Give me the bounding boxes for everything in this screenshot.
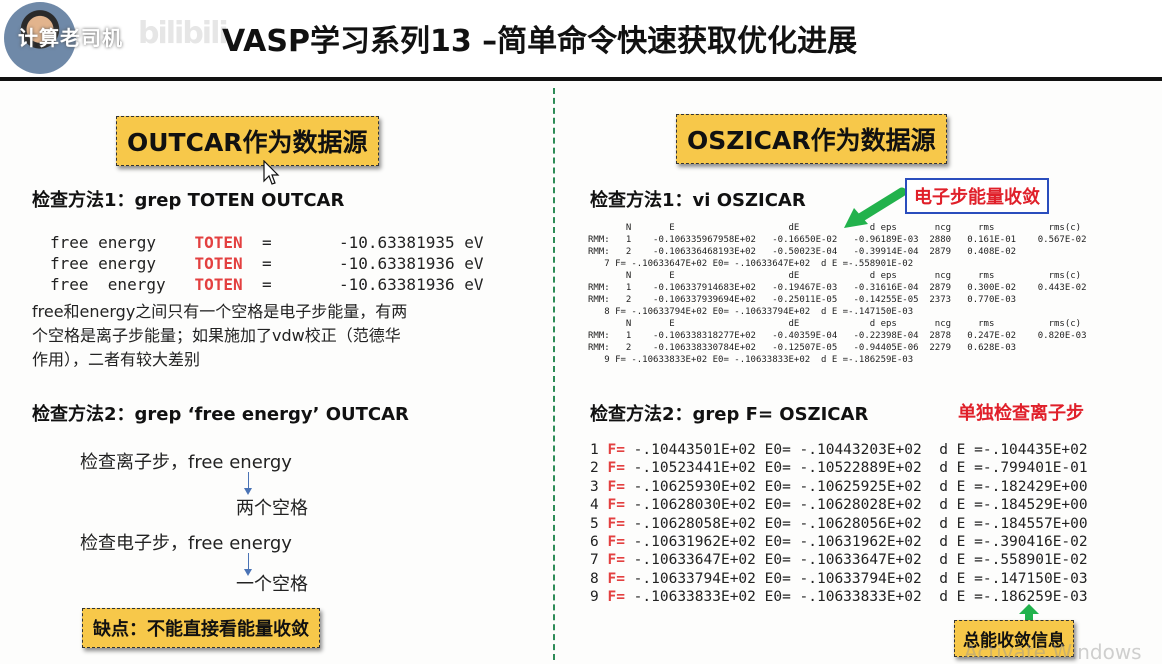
oszicar-method1-heading: 检查方法1：vi OSZICAR — [590, 190, 806, 211]
grep-values: -.10443501E+02 E0= -.10443203E+02 d E =-… — [624, 442, 1088, 458]
grep-values: -.10625930E+02 E0= -.10625925E+02 d E =-… — [624, 478, 1088, 495]
grep-line: 9 F= -.10633833E+02 E0= -.10633833E+02 d… — [590, 588, 1088, 606]
oszicar-content: N E dE d eps ncg rms rms(c) RMM: 1 -0.106… — [588, 222, 1087, 366]
grep-line: 4 F= -.10628030E+02 E0= -.10628028E+02 d… — [590, 496, 1088, 514]
oszicar-line: 9 F= -.10633833E+02 E0= -.10633833E+02 d… — [588, 355, 914, 365]
line-number: 6 — [590, 534, 599, 551]
outcar-source-box: OUTCAR作为数据源 — [116, 116, 379, 166]
oszicar-line: N E dE d eps ncg rms rms(c) — [588, 319, 1082, 329]
line-prefix: free energy — [50, 275, 195, 294]
ion-step-label: 检查离子步，free energy — [80, 452, 292, 473]
header-bar — [0, 0, 1162, 78]
grep-values: -.10633794E+02 E0= -.10633794E+02 d E =-… — [624, 570, 1088, 587]
oszicar-line: 8 F= -.10633794E+02 E0= -.10633794E+02 d… — [588, 307, 914, 317]
oszicar-line: RMM: 1 -0.106337914683E+02 -0.19467E-03 … — [588, 283, 1087, 293]
oszicar-line: RMM: 2 -0.106337939694E+02 -0.25011E-05 … — [588, 295, 1017, 305]
down-arrow-icon — [244, 553, 252, 576]
grep-line: 8 F= -.10633794E+02 E0= -.10633794E+02 d… — [590, 570, 1088, 588]
grep-values: -.10631962E+02 E0= -.10631962E+02 d E =-… — [624, 534, 1088, 551]
line-number: 3 — [590, 478, 599, 495]
grep-line: 3 F= -.10625930E+02 E0= -.10625925E+02 d… — [590, 478, 1088, 496]
grep-f-output: 1 F= -.10443501E+02 E0= -.10443203E+02 d… — [590, 441, 1088, 607]
note-line: 个空格是离子步能量；如果施加了vdw校正（范德华 — [32, 326, 401, 345]
activate-windows-watermark: Activate Windows — [964, 640, 1142, 664]
oszicar-line: RMM: 2 -0.106336468193E+02 -0.50023E-04 … — [588, 247, 1017, 257]
mouse-cursor-icon — [263, 160, 280, 185]
oszicar-line: RMM: 1 -0.106335967958E+02 -0.16650E-02 … — [588, 235, 1087, 245]
slide-title: VASP学习系列13 –简单命令快速获取优化进展 — [222, 24, 858, 59]
free-energy-line: free energy TOTEN = -10.63381936 eV — [50, 274, 484, 295]
f-keyword: F= — [607, 534, 625, 551]
line-number: 7 — [590, 552, 599, 569]
channel-name: 计算老司机 — [18, 26, 123, 50]
grep-line: 6 F= -.10631962E+02 E0= -.10631962E+02 d… — [590, 533, 1088, 551]
oszicar-line: 7 F= -.10633647E+02 E0= -.10633647E+02 d… — [588, 259, 914, 269]
grep-line: 2 F= -.10523441E+02 E0= -.10522889E+02 d… — [590, 459, 1088, 477]
toten-keyword: TOTEN — [194, 233, 243, 252]
ion-step-only-label: 单独检查离子步 — [958, 403, 1084, 424]
f-keyword: F= — [607, 589, 625, 606]
oszicar-line: RMM: 2 -0.106338330784E+02 -0.12507E-05 … — [588, 343, 1017, 353]
f-keyword: F= — [607, 478, 625, 495]
total-energy-converge-box: 总能收敛信息 — [954, 620, 1074, 657]
green-arrow-icon — [844, 187, 907, 228]
toten-keyword: TOTEN — [194, 254, 243, 273]
f-keyword: F= — [607, 460, 625, 477]
energy-value: = -10.63381935 eV — [242, 233, 484, 252]
oszicar-method2-heading: 检查方法2：grep F= OSZICAR — [590, 404, 869, 425]
f-keyword: F= — [607, 497, 625, 514]
line-prefix: free energy — [50, 233, 195, 252]
one-space-label: 一个空格 — [236, 574, 308, 595]
toten-keyword: TOTEN — [194, 275, 243, 294]
green-up-arrow-icon — [1019, 604, 1039, 622]
grep-values: -.10628058E+02 E0= -.10628056E+02 d E =-… — [624, 515, 1088, 532]
f-keyword: F= — [607, 570, 625, 587]
header-rule — [0, 77, 1162, 81]
grep-line: 5 F= -.10628058E+02 E0= -.10628056E+02 d… — [590, 515, 1088, 533]
grep-values: -.10633833E+02 E0= -.10633833E+02 d E =-… — [624, 589, 1088, 606]
line-number: 8 — [590, 570, 599, 587]
f-keyword: F= — [607, 442, 625, 458]
line-number: 2 — [590, 460, 599, 477]
line-number: 4 — [590, 497, 599, 514]
electron-step-label: 检查电子步，free energy — [80, 533, 292, 554]
note-line: free和energy之间只有一个空格是电子步能量，有两 — [32, 302, 408, 321]
oszicar-line: N E dE d eps ncg rms rms(c) — [588, 271, 1082, 281]
line-number: 5 — [590, 515, 599, 532]
grep-values: -.10523441E+02 E0= -.10522889E+02 d E =-… — [624, 460, 1088, 477]
line-number: 1 — [590, 442, 599, 458]
oszicar-line: N E dE d eps ncg rms rms(c) — [588, 223, 1082, 233]
grep-values: -.10633647E+02 E0= -.10633647E+02 d E =-… — [624, 552, 1088, 569]
down-arrow-icon — [244, 472, 252, 495]
electron-energy-converge-label: 电子步能量收敛 — [905, 178, 1049, 214]
bilibili-logo: bilibili — [138, 16, 229, 51]
grep-values: -.10628030E+02 E0= -.10628028E+02 d E =-… — [624, 497, 1088, 514]
free-energy-line: free energy TOTEN = -10.63381935 eV — [50, 232, 484, 253]
free-energy-line: free energy TOTEN = -10.63381936 eV — [50, 253, 484, 274]
free-energy-note: free和energy之间只有一个空格是电子步能量，有两 个空格是离子步能量；如… — [32, 300, 407, 372]
energy-value: = -10.63381936 eV — [242, 275, 484, 294]
defect-box: 缺点：不能直接看能量收敛 — [82, 608, 320, 648]
presenter-avatar — [4, 2, 76, 74]
two-spaces-label: 两个空格 — [236, 498, 308, 519]
f-keyword: F= — [607, 515, 625, 532]
column-divider — [553, 88, 555, 660]
grep-line: 1 F= -.10443501E+02 E0= -.10443203E+02 d… — [590, 441, 1088, 459]
energy-value: = -10.63381936 eV — [242, 254, 484, 273]
line-number: 9 — [590, 589, 599, 606]
outcar-method2-heading: 检查方法2：grep ‘free energy’ OUTCAR — [32, 404, 409, 425]
note-line: 作用），二者有较大差别 — [32, 350, 201, 369]
line-prefix: free energy — [50, 254, 195, 273]
f-keyword: F= — [607, 552, 625, 569]
grep-line: 7 F= -.10633647E+02 E0= -.10633647E+02 d… — [590, 551, 1088, 569]
outcar-method1-heading: 检查方法1：grep TOTEN OUTCAR — [32, 190, 345, 211]
oszicar-line: RMM: 1 -0.106338318277E+02 -0.40359E-04 … — [588, 331, 1087, 341]
oszicar-source-box: OSZICAR作为数据源 — [676, 114, 947, 164]
